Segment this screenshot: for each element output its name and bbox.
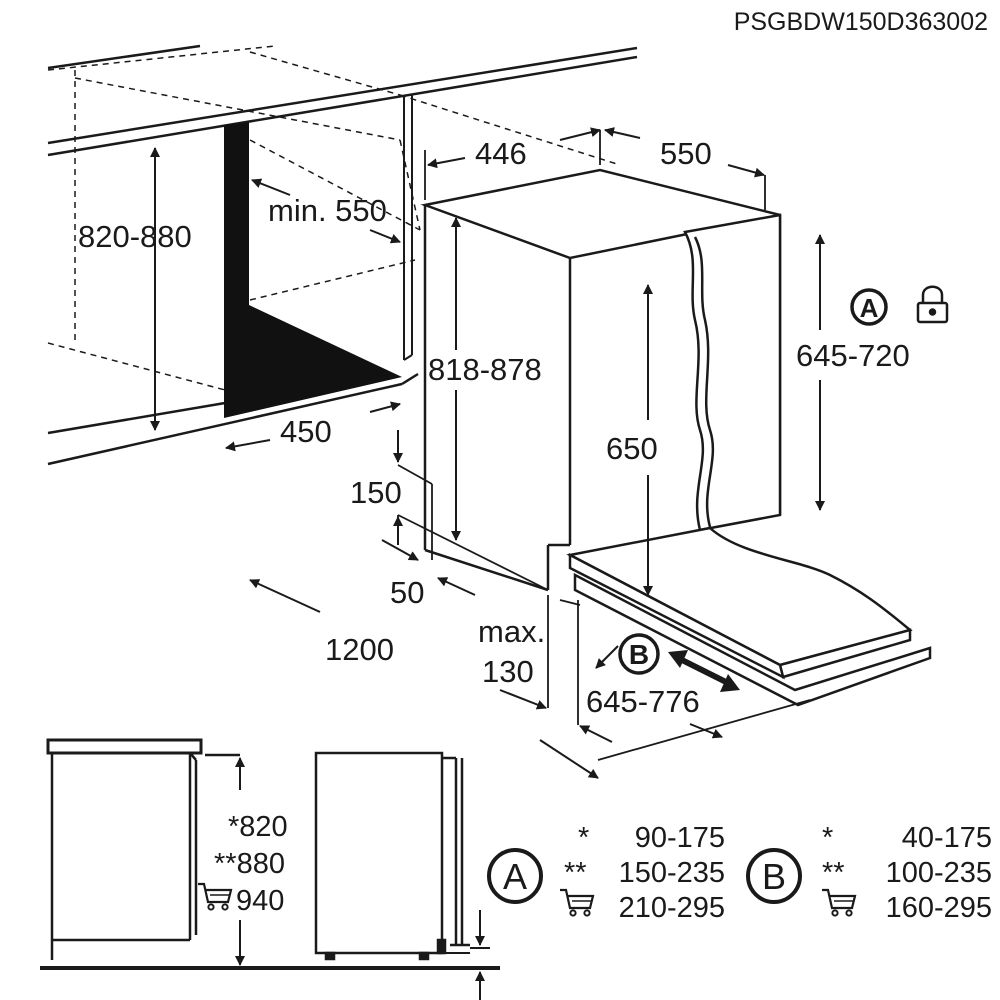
product-code: PSGBDW150D363002 — [734, 8, 988, 36]
marker-a: A — [850, 288, 888, 326]
table-b-value: 40-175 — [902, 822, 992, 854]
dim-door-height: 650 — [606, 431, 658, 466]
table-b: B * 40-175 ** 100-235 160-295 — [746, 822, 992, 924]
table-b-value: 100-235 — [886, 857, 992, 889]
dim-adjust-b: 645-776 — [586, 684, 700, 719]
table-a-value: 90-175 — [635, 822, 725, 854]
side-panel — [403, 95, 413, 361]
dim-appliance-depth: 550 — [660, 136, 712, 171]
table-a-value: 150-235 — [619, 857, 725, 889]
lock-icon — [916, 285, 949, 324]
dim-max-label: max. — [478, 614, 545, 649]
dim-max-value: 130 — [482, 654, 534, 689]
shopping-cart-icon — [558, 888, 595, 917]
dimension-arrows — [150, 127, 825, 779]
marker-b: B — [618, 633, 660, 675]
dashed-niche-outline — [47, 45, 621, 391]
cabinet-worktop — [47, 44, 638, 466]
table-a-value: 210-295 — [619, 892, 725, 924]
dim-appliance-width: 446 — [475, 136, 527, 171]
dim-floor-length: 1200 — [325, 632, 394, 667]
side-view-right — [300, 751, 500, 1000]
dim-appliance-height: 818-878 — [428, 352, 542, 387]
side-height-standard: *820 — [228, 811, 288, 843]
table-b-mark: * — [822, 822, 833, 854]
dim-min-depth: min. 550 — [268, 193, 387, 228]
door-panel — [683, 213, 782, 532]
table-a-label: A — [503, 856, 527, 897]
floor-panel — [566, 526, 932, 707]
table-b-mark: ** — [822, 857, 845, 889]
table-a-mark: * — [578, 822, 589, 854]
table-b-label: B — [762, 856, 786, 897]
shopping-cart-icon — [196, 882, 233, 911]
table-a-mark: ** — [564, 857, 587, 889]
side-view-left — [40, 738, 300, 970]
table-b-value: 160-295 — [886, 892, 992, 924]
dim-niche-width: 450 — [280, 414, 332, 449]
niche-back-wall — [224, 122, 402, 418]
marker-b-label: B — [629, 639, 649, 670]
dim-cabinet-height: 820-880 — [78, 219, 192, 254]
adjust-arrow-b — [668, 650, 740, 692]
dim-plinth-recess: 50 — [390, 575, 424, 610]
shopping-cart-icon — [820, 888, 857, 917]
marker-a-label: A — [860, 293, 879, 323]
table-a: A * 90-175 ** 150-235 210-295 — [487, 822, 725, 924]
dim-plinth-height: 150 — [350, 475, 402, 510]
side-height-cart: 940 — [236, 885, 284, 917]
side-height-high: **880 — [214, 848, 285, 880]
dim-panel-height: 645-720 — [796, 338, 910, 373]
